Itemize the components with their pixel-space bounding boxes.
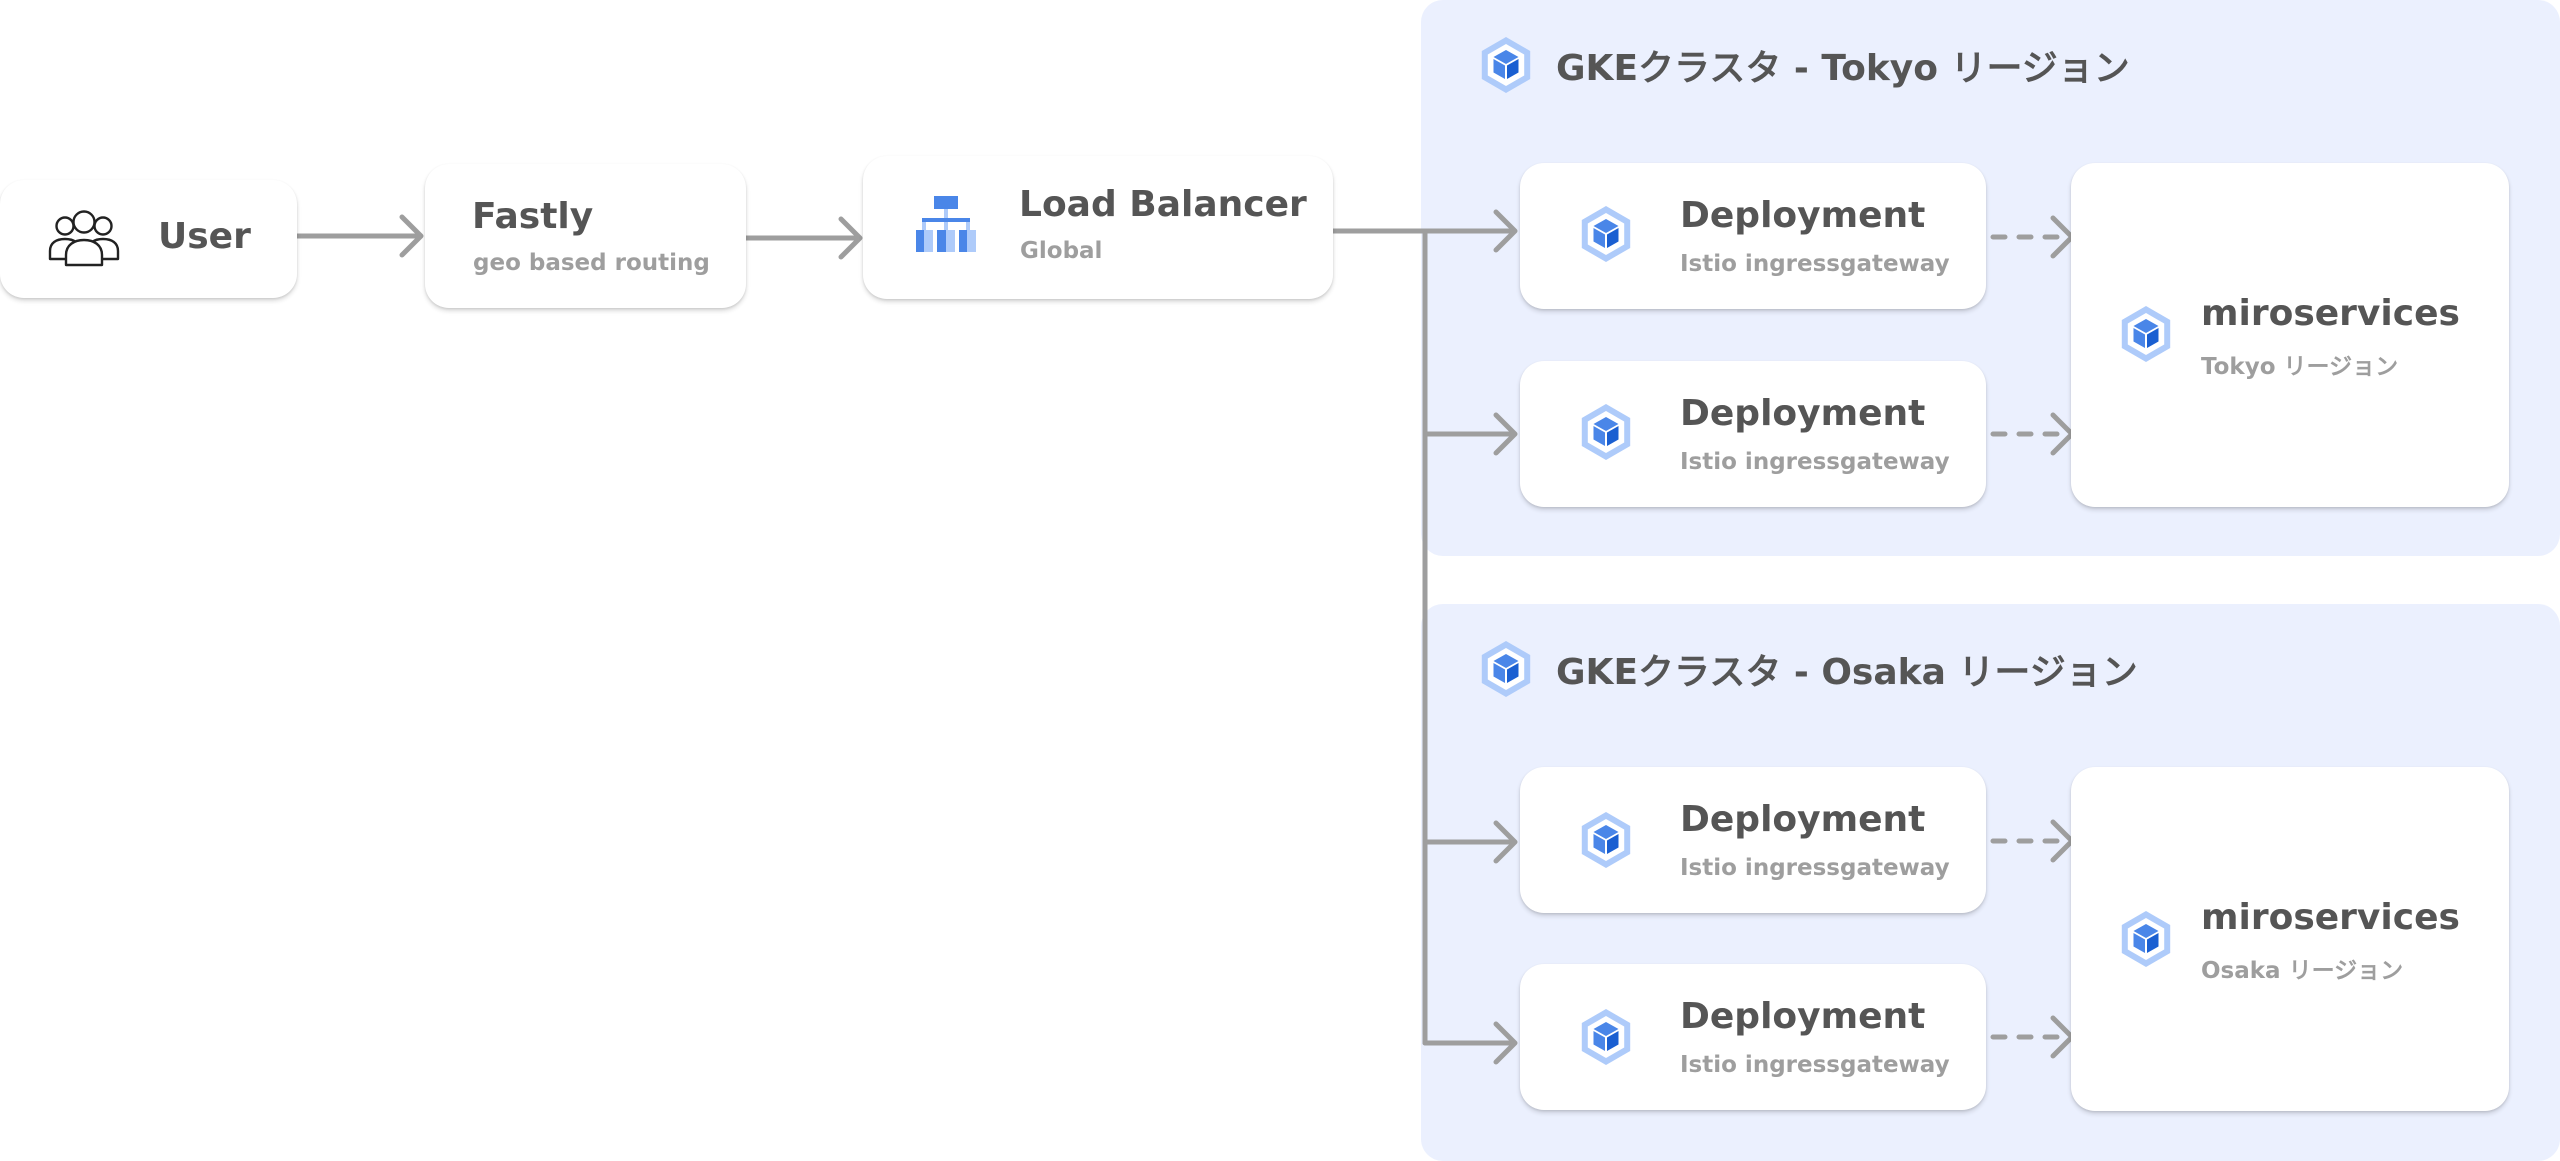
arrowhead	[1493, 1021, 1518, 1065]
arrowhead	[838, 216, 863, 260]
deployment-subtitle: Istio ingressgateway	[1680, 449, 1950, 475]
node-fastly-title: Fastly	[472, 196, 594, 237]
deployment-title: Deployment	[1680, 799, 1926, 840]
node-deployment-tokyo-2[interactable]: Deployment Istio ingressgateway	[1520, 361, 1986, 507]
cluster-tokyo-header: GKEクラスタ - Tokyo リージョン	[1476, 30, 2130, 100]
node-load-balancer-title: Load Balancer	[1019, 184, 1307, 225]
cluster-tokyo-title: GKEクラスタ - Tokyo リージョン	[1556, 48, 2130, 89]
node-fastly[interactable]: Fastly geo based routing	[425, 164, 746, 308]
cluster-osaka-header: GKEクラスタ - Osaka リージョン	[1476, 634, 2138, 704]
node-fastly-subtitle: geo based routing	[473, 250, 710, 276]
deployment-subtitle: Istio ingressgateway	[1680, 251, 1950, 277]
deployment-subtitle: Istio ingressgateway	[1680, 1052, 1950, 1078]
service-title: miroservices	[2201, 897, 2460, 938]
gke-cube-icon	[1576, 204, 1636, 264]
node-deployment-osaka-1[interactable]: Deployment Istio ingressgateway	[1520, 767, 1986, 913]
node-deployment-osaka-2[interactable]: Deployment Istio ingressgateway	[1520, 964, 1986, 1110]
node-user-title: User	[158, 216, 251, 257]
deployment-subtitle: Istio ingressgateway	[1680, 855, 1950, 881]
gke-cube-icon	[1576, 810, 1636, 870]
gke-cube-icon	[2116, 909, 2176, 969]
service-subtitle: Tokyo リージョン	[2201, 354, 2399, 380]
node-load-balancer[interactable]: Load Balancer Global	[863, 156, 1333, 299]
arrowhead	[1493, 209, 1518, 253]
deployment-title: Deployment	[1680, 195, 1926, 236]
deployment-title: Deployment	[1680, 996, 1926, 1037]
gke-cube-icon	[1576, 402, 1636, 462]
service-subtitle: Osaka リージョン	[2201, 958, 2404, 984]
node-load-balancer-subtitle: Global	[1020, 238, 1103, 264]
arrowhead	[399, 214, 424, 258]
deployment-title: Deployment	[1680, 393, 1926, 434]
users-icon	[48, 210, 120, 267]
load-balancer-icon	[916, 196, 976, 252]
node-deployment-tokyo-1[interactable]: Deployment Istio ingressgateway	[1520, 163, 1986, 309]
node-service-tokyo[interactable]: miroservices Tokyo リージョン	[2071, 163, 2509, 507]
node-service-osaka[interactable]: miroservices Osaka リージョン	[2071, 767, 2509, 1111]
cluster-osaka-title: GKEクラスタ - Osaka リージョン	[1556, 652, 2138, 693]
service-title: miroservices	[2201, 293, 2460, 334]
node-user[interactable]: User	[0, 180, 297, 298]
gke-cube-icon	[1576, 1007, 1636, 1067]
arrowhead	[1493, 820, 1518, 864]
arrowhead	[1493, 412, 1518, 456]
gke-cube-icon	[2116, 304, 2176, 364]
